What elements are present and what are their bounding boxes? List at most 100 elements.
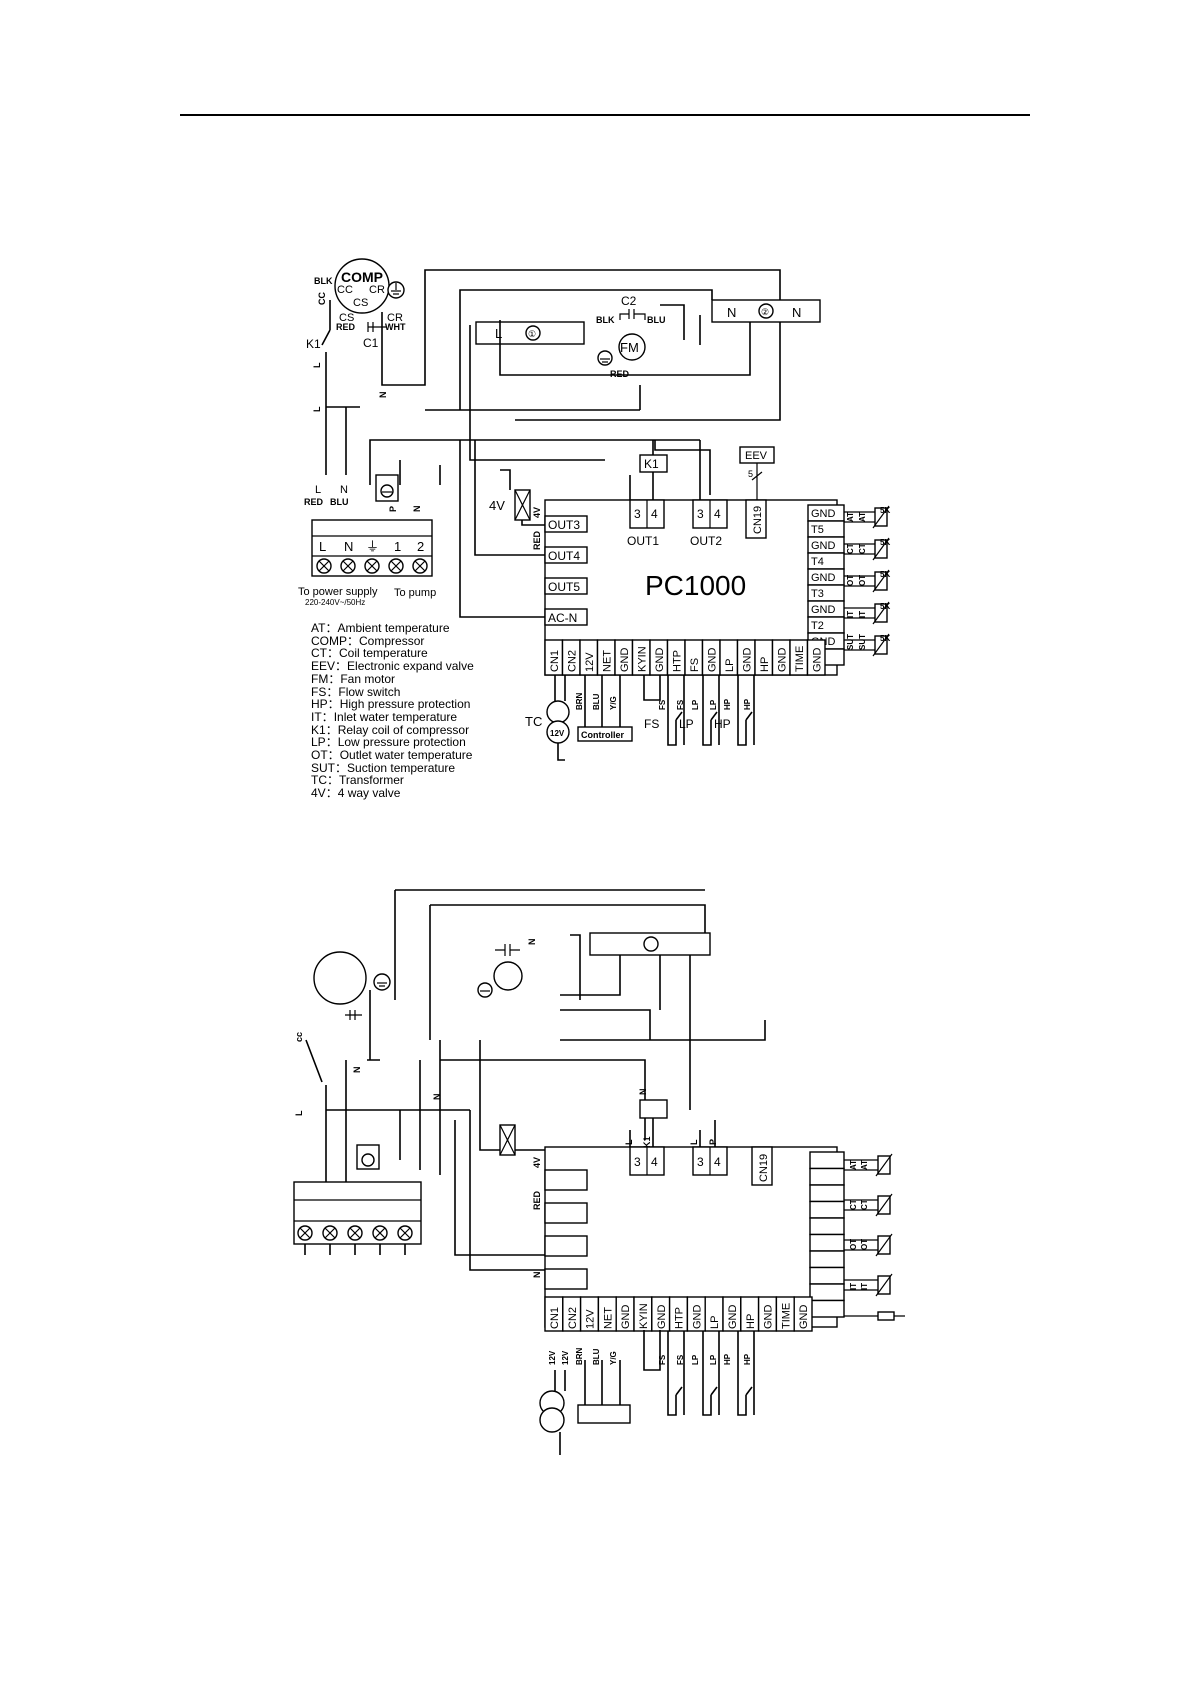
tb-label-2: 2 bbox=[417, 539, 424, 554]
out2-label: OUT2 bbox=[690, 534, 722, 548]
sensor-5k-3: 5K bbox=[880, 602, 890, 611]
sensor-label-at: AT bbox=[858, 512, 867, 522]
bottom-bottom-wire-0: 12V bbox=[548, 1350, 557, 1365]
bottom-out2-p-label: P bbox=[708, 1139, 718, 1145]
ground-icon bbox=[387, 281, 405, 299]
bottom-bottom-wire-6: FS bbox=[676, 1354, 685, 1365]
bottom-protection-switches bbox=[667, 1331, 755, 1416]
thermal-2-label: ② bbox=[761, 307, 769, 317]
terminal-screw-icon bbox=[364, 558, 380, 574]
sensor-5k-4: 5K bbox=[880, 634, 890, 643]
bottom-bottom-pin-8: GND bbox=[691, 1305, 703, 1330]
l-wire-label: L bbox=[312, 362, 322, 368]
legend-item: TC：Transformer bbox=[311, 774, 551, 787]
bottom-pin-15: GND bbox=[812, 648, 824, 673]
bottom-sensor-label-it: IT bbox=[860, 1283, 869, 1290]
bottom-transformer bbox=[539, 1370, 566, 1455]
terminal-screw-icon bbox=[347, 1225, 363, 1241]
legend-item: EEV：Electronic expand valve bbox=[311, 660, 551, 673]
out1-pin4: 4 bbox=[651, 507, 658, 521]
cs-wire-label: CS bbox=[339, 312, 354, 324]
bottom-wire-10: HP bbox=[743, 698, 752, 710]
legend-separator: ： bbox=[325, 735, 338, 750]
tb-label-1: 1 bbox=[394, 539, 401, 554]
output-3: AC-N bbox=[548, 611, 577, 625]
sensor-label-sut: SUT bbox=[858, 634, 867, 650]
legend-separator: ： bbox=[325, 786, 338, 801]
bottom-bottom-pin-4: GND bbox=[620, 1305, 632, 1330]
compressor-label: COMP bbox=[341, 269, 383, 285]
legend-item: FS：Flow switch bbox=[311, 684, 551, 699]
legend-item: SUT：Suction temperature bbox=[311, 761, 551, 775]
fan-motor-outline bbox=[493, 961, 523, 991]
legend-desc: Inlet water temperature bbox=[333, 709, 458, 724]
lp-switch: LP bbox=[679, 675, 720, 746]
legend-separator: ： bbox=[327, 748, 340, 763]
tb-label-ground: ⏚ bbox=[366, 539, 379, 554]
legend-desc: Low pressure protection bbox=[337, 735, 466, 750]
compressor-cs: CS bbox=[353, 297, 368, 309]
bottom-pin-14: TIME bbox=[794, 646, 806, 672]
terminal-screw-icon bbox=[322, 1225, 338, 1241]
switch-label-2: HP bbox=[714, 717, 731, 731]
bottom-pin-5: KYIN bbox=[637, 646, 649, 672]
legend-separator: ： bbox=[327, 697, 340, 712]
n-wire-label-2: N bbox=[412, 506, 422, 513]
bottom-bottom-wire-3: BLU bbox=[592, 1348, 601, 1365]
bottom-sensor-label-ct: CT bbox=[860, 1199, 869, 1210]
supply-rating-label: 220-240V~/50Hz bbox=[305, 598, 365, 607]
sensor-pins: GNDT5GNDT4GNDT3GNDT2GNDT1ATAT5KCTCT5KOTO… bbox=[807, 504, 890, 666]
legend-key: TC bbox=[311, 773, 327, 788]
compressor-cc: CC bbox=[337, 284, 353, 296]
bottom-cn19-label: CN19 bbox=[758, 1154, 770, 1182]
bottom-bottom-wire-1: 12V bbox=[561, 1350, 570, 1365]
wiring-diagram-top: COMP CC CR CS BLK CC CS RED CR WHT C1 K1… bbox=[298, 258, 890, 761]
legend-desc: Transformer bbox=[339, 773, 404, 788]
bottom-pin-4: GND bbox=[619, 648, 631, 673]
switch-label-0: FS bbox=[644, 717, 659, 731]
l-wire-label-2: L bbox=[312, 406, 322, 412]
compressor: COMP CC CR CS BLK CC CS RED CR WHT C1 bbox=[314, 258, 406, 350]
bottom-pin-3: NET bbox=[602, 650, 614, 672]
to-power-supply-label: To power supply bbox=[298, 586, 378, 598]
bottom-bottom-pin-2: 12V bbox=[585, 1309, 597, 1329]
bottom-sensor-ct: CT bbox=[849, 1199, 858, 1210]
legend-key: HP bbox=[311, 697, 328, 712]
bottom-wire-6: FS bbox=[676, 699, 685, 710]
eev-label: EEV bbox=[745, 450, 768, 462]
power-n-label: N bbox=[340, 484, 348, 496]
bottom-acn-n-label: N bbox=[532, 1272, 542, 1279]
legend-desc: Ambient temperature bbox=[337, 621, 450, 635]
bottom-l-label: L bbox=[294, 1110, 304, 1116]
bottom-sensor-it: IT bbox=[849, 1283, 858, 1290]
sensor-label-it: IT bbox=[858, 611, 867, 618]
sensor-label-ot: OT bbox=[858, 575, 867, 586]
legend-separator: ： bbox=[326, 684, 339, 699]
cs-color-label: RED bbox=[336, 322, 356, 332]
power-l-label: L bbox=[315, 484, 321, 496]
legend-key: FS bbox=[311, 684, 327, 699]
bottom-cc-label: cc bbox=[294, 1032, 304, 1042]
compressor-outline bbox=[313, 951, 367, 1005]
legend-item: AT：Ambient temperature bbox=[311, 622, 551, 635]
terminal-n-label-1: N bbox=[727, 305, 736, 320]
legend-desc: High pressure protection bbox=[339, 697, 471, 712]
sensor-it: IT bbox=[846, 611, 855, 618]
transformer: TC 12V bbox=[525, 675, 570, 761]
legend-desc: Electronic expand valve bbox=[347, 659, 474, 674]
fan-blu-label: BLU bbox=[647, 315, 666, 325]
bottom-out2-pin4: 4 bbox=[714, 1155, 721, 1169]
fs-switch: FS bbox=[644, 675, 685, 746]
legend-item: LP：Low pressure protection bbox=[311, 736, 551, 749]
cc-wire-label: CC bbox=[317, 292, 327, 305]
bottom-relay-l-label: L bbox=[624, 1139, 634, 1145]
